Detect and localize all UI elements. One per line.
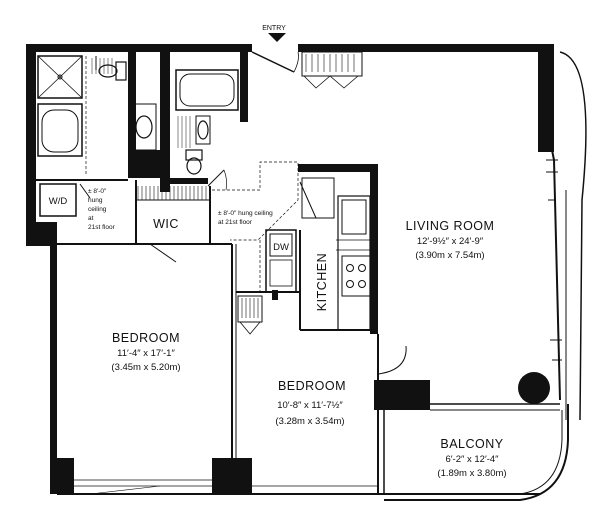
wd-label: W/D [49, 196, 68, 207]
kitchen-label: KITCHEN [315, 253, 329, 311]
bedroom-1: BEDROOM 11′-4″ x 17′-1″ (3.45m x 5.20m) [74, 331, 212, 495]
bedroom-2-name: BEDROOM [278, 379, 346, 393]
balcony-name: BALCONY [440, 437, 503, 451]
wic-label: WIC [153, 217, 179, 231]
entry-marker: ENTRY [251, 25, 299, 73]
dw-label: DW [273, 242, 289, 253]
washer-dryer: W/D [39, 183, 91, 217]
ceiling-note-2: ± 8′-0″ hung ceiling at 21st floor [218, 210, 273, 226]
bedroom-2-imperial: 10′-8″ x 11′-7½″ [277, 400, 343, 411]
walk-in-closet: WIC [136, 186, 210, 263]
balcony-imperial: 6′-2″ x 12′-4″ [445, 454, 499, 465]
ceiling-note-1: ± 8′-0″ hung ceiling at 21st floor [88, 188, 116, 231]
living-room: LIVING ROOM 12′-9½″ x 24′-9″ (3.90m x 7.… [301, 51, 550, 404]
column [518, 372, 550, 404]
entry-label: ENTRY [262, 25, 286, 32]
balcony-metric: (1.89m x 3.80m) [437, 468, 506, 479]
note1-line-3: ceiling [88, 206, 107, 213]
bathroom-2 [175, 69, 239, 191]
note1-line-5: 21st floor [88, 224, 116, 231]
bedroom-1-metric: (3.45m x 5.20m) [111, 362, 180, 373]
exterior-walls [26, 44, 554, 495]
bedroom-1-imperial: 11′-4″ x 17′-1″ [117, 348, 175, 359]
note1-line-4: at [88, 215, 94, 222]
note2-line-2: at 21st floor [218, 219, 253, 226]
note1-line-2: hung [88, 197, 103, 204]
entry-arrow-icon [268, 33, 286, 42]
curtain-wall [546, 51, 587, 421]
note2-line-1: ± 8′-0″ hung ceiling [218, 210, 273, 217]
balcony: BALCONY 6′-2″ x 12′-4″ (1.89m x 3.80m) [437, 437, 506, 479]
kitchen: DW KITCHEN [265, 177, 371, 331]
living-room-name: LIVING ROOM [406, 219, 495, 233]
interior-walls [36, 52, 569, 501]
living-room-metric: (3.90m x 7.54m) [415, 250, 484, 261]
bedroom-2: BEDROOM 10′-8″ x 11′-7½″ (3.28m x 3.54m) [237, 295, 378, 487]
note1-line-1: ± 8′-0″ [88, 188, 107, 195]
bedroom-1-name: BEDROOM [112, 331, 180, 345]
living-room-imperial: 12′-9½″ x 24′-9″ [417, 236, 484, 247]
bedroom-2-metric: (3.28m x 3.54m) [275, 416, 344, 427]
bathroom-1 [37, 55, 157, 176]
